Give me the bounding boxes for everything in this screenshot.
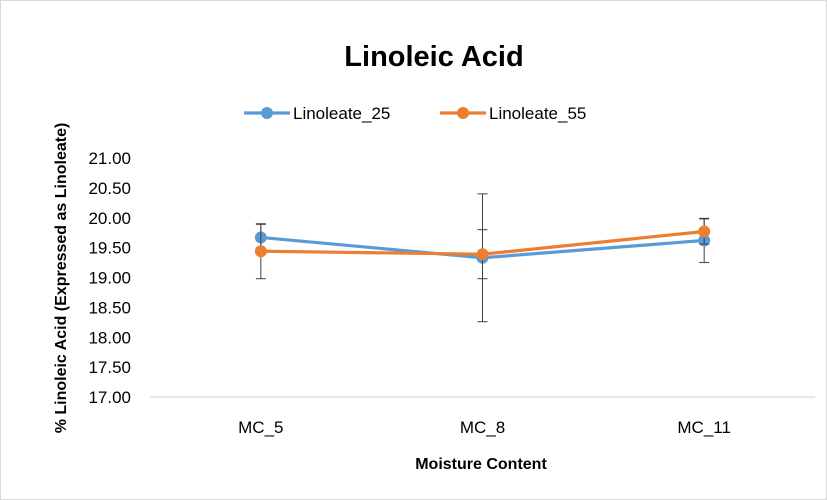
y-tick-label: 18.00	[88, 328, 131, 347]
y-axis-title: % Linoleic Acid (Expressed as Linoleate)	[53, 123, 70, 434]
x-tick-label: MC_8	[460, 418, 505, 437]
y-tick-label: 20.00	[88, 209, 131, 228]
x-axis-title: Moisture Content	[415, 456, 547, 473]
legend-marker	[261, 107, 273, 119]
x-tick-label: MC_11	[677, 418, 731, 437]
data-point	[476, 248, 489, 261]
data-point	[698, 225, 711, 238]
y-tick-label: 18.50	[88, 298, 131, 317]
y-tick-label: 19.50	[88, 239, 131, 258]
legend-item: Linoleate_25	[244, 104, 390, 123]
x-axis-ticks: MC_5 MC_8 MC_11	[238, 418, 731, 437]
data-point	[254, 245, 267, 258]
chart-title: Linoleic Acid	[344, 41, 523, 73]
y-tick-label: 21.00	[88, 149, 131, 168]
y-tick-label: 17.00	[88, 388, 131, 407]
legend: Linoleate_25 Linoleate_55	[244, 104, 586, 123]
y-tick-label: 20.50	[88, 179, 131, 198]
legend-item: Linoleate_55	[440, 104, 586, 123]
legend-marker	[457, 107, 469, 119]
y-tick-label: 19.00	[88, 269, 131, 288]
plot-area	[254, 193, 711, 323]
legend-label: Linoleate_55	[489, 104, 586, 123]
legend-label: Linoleate_25	[293, 104, 390, 123]
y-tick-label: 17.50	[88, 358, 131, 377]
series-Linoleate_55	[254, 218, 711, 280]
y-axis-ticks: 17.00 17.50 18.00 18.50 19.00 19.50 20.00 20.50…	[88, 149, 131, 407]
x-tick-label: MC_5	[238, 418, 283, 437]
